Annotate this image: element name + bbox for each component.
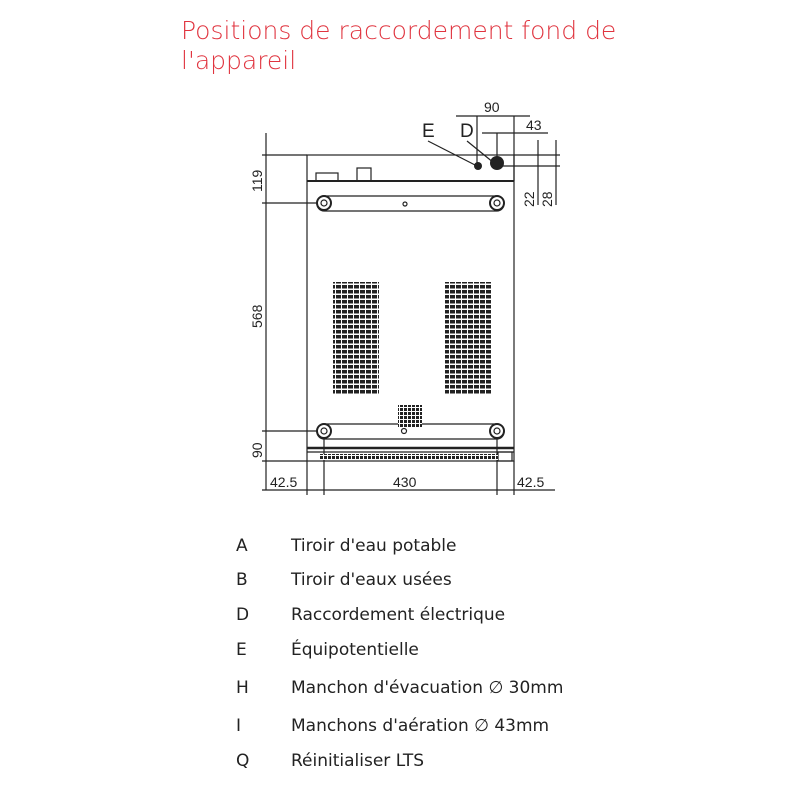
dim-bottom-left: 42.5: [270, 474, 297, 490]
top-belt: [316, 195, 505, 212]
dim-left-119: 119: [249, 169, 265, 192]
legend-key: B: [236, 570, 248, 590]
legend-key: H: [236, 678, 249, 698]
legend-text: Tiroir d'eau potable: [291, 536, 457, 556]
page-title: Positions de raccordement fond de l'appa…: [181, 16, 617, 75]
legend-text: Manchons d'aération ∅ 43mm: [291, 716, 550, 736]
label-e: E: [422, 121, 435, 142]
dim-left-90: 90: [249, 442, 265, 458]
dim-top-43: 43: [526, 117, 542, 133]
dim-bottom-mid: 430: [393, 474, 417, 490]
dim-bottom-right: 42.5: [517, 474, 544, 490]
legend-text: Équipotentielle: [291, 640, 419, 660]
legend-text: Raccordement électrique: [291, 605, 506, 625]
legend-key: Q: [236, 751, 250, 771]
legend-key: E: [236, 640, 247, 660]
dim-top-90: 90: [484, 99, 500, 115]
legend-key: A: [236, 536, 248, 556]
legend-text: Réinitialiser LTS: [291, 751, 424, 771]
legend-text: Manchon d'évacuation ∅ 30mm: [291, 678, 564, 698]
appliance-outline: [306, 154, 515, 462]
dim-right-28: 28: [539, 191, 555, 207]
label-d: D: [460, 121, 474, 142]
dim-right-22: 22: [521, 191, 537, 207]
equipotential-point: [474, 162, 482, 170]
legend-key: I: [236, 716, 242, 736]
dim-left-568: 568: [249, 304, 265, 328]
electrical-connection-point: [490, 156, 504, 170]
left-vent-grille: [333, 282, 379, 394]
drain-grille: [398, 405, 422, 428]
legend-key: D: [236, 605, 250, 625]
legend-text: Tiroir d'eaux usées: [291, 570, 452, 590]
right-vent-grille: [445, 282, 491, 394]
